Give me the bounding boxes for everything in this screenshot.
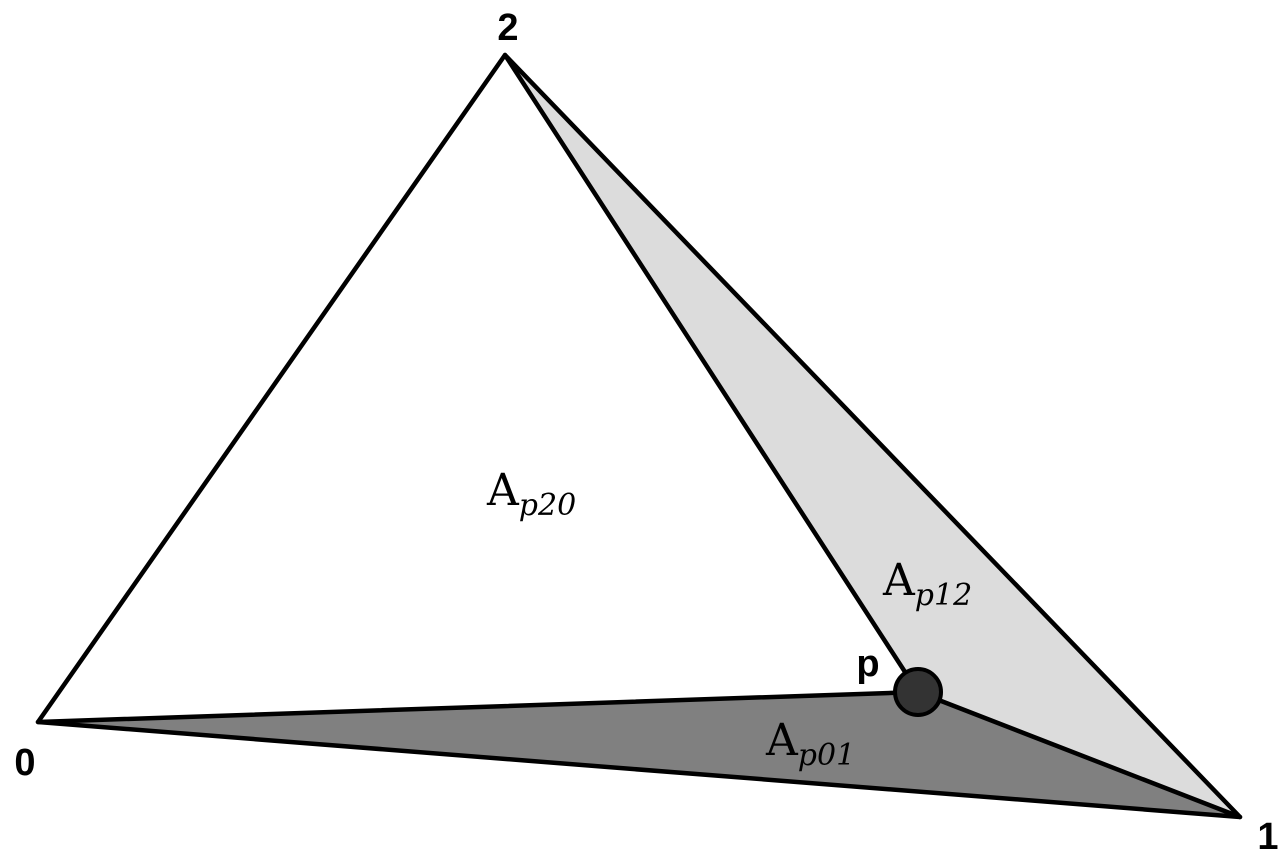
vertex-label-1: 1	[1257, 816, 1278, 858]
region-p20	[38, 55, 918, 722]
edge-p-to-0	[35, 689, 921, 725]
area-label-p20-sub: p20	[519, 488, 576, 523]
area-label-p01-sub: p01	[798, 738, 855, 773]
point-p-marker[interactable]	[893, 667, 943, 717]
area-label-p20: Ap20	[486, 465, 576, 523]
outer-triangle-edges	[35, 52, 1243, 820]
vertex-label-0: 0	[14, 742, 35, 784]
edge-p-to-1	[915, 689, 1243, 820]
area-label-p12: Ap12	[882, 555, 972, 613]
edge-p-to-2	[502, 52, 921, 695]
point-label-p: p	[856, 643, 879, 685]
area-label-p12-main: A	[882, 555, 916, 606]
area-label-p12-sub: p12	[915, 578, 972, 613]
area-label-p20-main: A	[486, 465, 520, 516]
vertex-label-2: 2	[497, 7, 518, 49]
region-p01	[38, 692, 1240, 817]
area-label-p01: Ap01	[765, 715, 855, 773]
area-label-p01-main: A	[765, 715, 799, 766]
